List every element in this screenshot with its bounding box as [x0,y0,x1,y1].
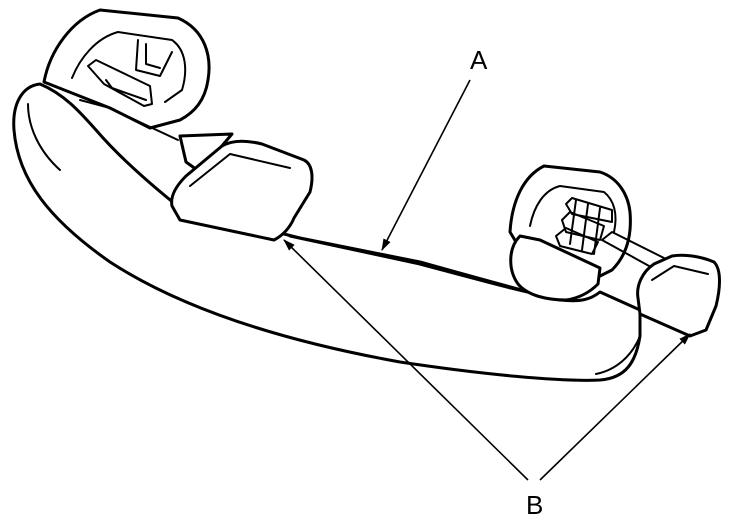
leader-b-left [283,239,529,481]
leader-b-right [539,333,691,481]
leader-a [381,79,471,251]
right-screw-cover [636,253,721,338]
leader-lines [283,79,691,481]
callout-a: A [470,45,488,75]
callout-b: B [526,490,543,520]
assist-grip [12,82,642,382]
left-screw-cover [170,132,314,242]
left-bracket [42,8,211,141]
